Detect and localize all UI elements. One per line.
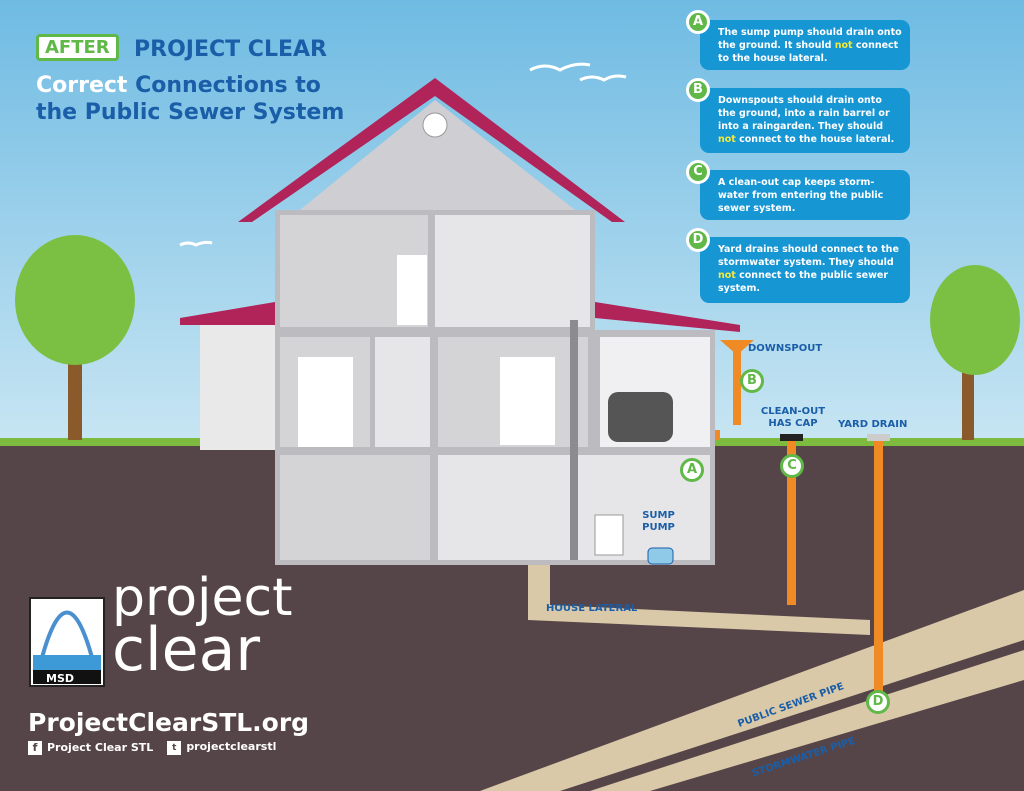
callout-text: The sump pump should drain onto the grou… [718, 27, 902, 51]
label-house-lateral: HOUSE LATERAL [546, 603, 638, 614]
birds-icon [179, 62, 627, 247]
msd-label: MSD [46, 672, 74, 685]
callout-highlight: not [834, 40, 853, 51]
callout-d: Yard drains should connect to the stormw… [700, 237, 910, 303]
callout-text: Downspouts should drain onto the ground,… [718, 95, 890, 132]
callout-a: The sump pump should drain onto the grou… [700, 20, 910, 70]
sewer-pipes [480, 555, 1024, 791]
callout-highlight: not [718, 134, 736, 145]
sump-pump-icon [647, 547, 674, 565]
callout-text: Yard drains should connect to the stormw… [718, 244, 899, 268]
label-sump-pump: SUMP PUMP [642, 510, 675, 533]
facebook-label: Project Clear STL [47, 740, 154, 754]
letter-b-icon: B [686, 78, 710, 102]
letter-a-icon: A [686, 10, 710, 34]
letter-c-icon: C [686, 160, 710, 184]
tree-left-icon [15, 235, 135, 440]
twitter-icon: t [167, 741, 182, 755]
facebook-icon: f [28, 740, 42, 755]
callout-text: connect to the house lateral. [735, 134, 895, 145]
logo-clear: clear [112, 615, 261, 685]
after-badge: AFTER [36, 34, 119, 61]
marker-c-icon: C [780, 454, 804, 478]
marker-d-icon: D [866, 690, 890, 714]
letter-d-icon: D [686, 228, 710, 252]
tree-right-icon [930, 265, 1020, 440]
header-subtitle: Correct Connections to [36, 72, 321, 99]
header-subtitle-line2: the Public Sewer System [36, 100, 345, 125]
twitter-link[interactable]: t projectclearstl [167, 740, 276, 755]
logo-project: project [112, 568, 293, 628]
facebook-link[interactable]: f Project Clear STL [28, 740, 154, 755]
header-title: PROJECT CLEAR [134, 37, 327, 62]
subtitle-highlight: Correct [36, 73, 128, 98]
cleanout-cap-icon [780, 434, 803, 441]
callout-text: connect to the public sewer system. [718, 270, 889, 294]
label-yard-drain: YARD DRAIN [838, 419, 908, 430]
callout-c: A clean-out cap keeps storm-water from e… [700, 170, 910, 220]
twitter-label: projectclearstl [186, 740, 277, 753]
callout-b: Downspouts should drain onto the ground,… [700, 88, 910, 153]
msd-logo [29, 597, 105, 687]
marker-b-icon: B [740, 369, 764, 393]
subtitle-rest: Connections to [135, 73, 321, 98]
marker-a-icon: A [680, 458, 704, 482]
yard-drain-grate-icon [867, 434, 890, 441]
label-downspout: DOWNSPOUT [748, 343, 823, 354]
website-link[interactable]: ProjectClearSTL.org [28, 708, 310, 737]
social-links: f Project Clear STL t projectclearstl [28, 740, 276, 755]
callout-text: A clean-out cap keeps storm-water from e… [718, 177, 884, 214]
label-cleanout: CLEAN-OUT HAS CAP [760, 406, 826, 429]
callout-highlight: not [718, 270, 736, 281]
house-illustration [180, 78, 740, 565]
callout-text: connect to the house lateral. [718, 40, 899, 64]
